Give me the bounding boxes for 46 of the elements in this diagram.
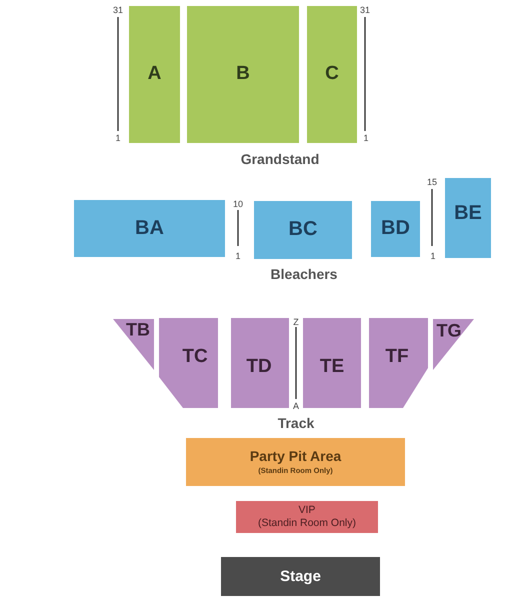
- row-number: 1: [116, 132, 120, 144]
- seating-section: [187, 6, 299, 143]
- row-number: 1: [430, 250, 436, 262]
- standing-area: [186, 438, 405, 486]
- section-name: TG: [436, 319, 462, 342]
- seating-section: [371, 201, 420, 257]
- stage: [221, 557, 380, 596]
- section-name: TC: [182, 344, 208, 369]
- seating-section: [433, 319, 474, 370]
- seating-section: [129, 6, 180, 143]
- row-number: Z: [293, 316, 299, 328]
- standing-area: [236, 501, 378, 533]
- seating-section: [254, 201, 352, 259]
- row-number: A: [293, 400, 299, 412]
- section-name: BA: [135, 216, 164, 241]
- area-note: (Standin Room Only): [258, 517, 356, 530]
- section-name: BD: [381, 216, 410, 242]
- seating-section: [74, 200, 225, 257]
- row-number: 1: [236, 250, 240, 262]
- row-number: 1: [364, 132, 368, 144]
- section-name: A: [148, 62, 162, 86]
- section-name: TB: [126, 318, 150, 342]
- row-number: 31: [360, 4, 370, 16]
- seating-section: [159, 318, 218, 408]
- section-name: TF: [385, 344, 409, 369]
- area-heading: Bleachers: [270, 266, 338, 282]
- area-name: Party Pit Area: [250, 448, 342, 466]
- section-name: TD: [246, 354, 272, 379]
- seating-section: [369, 318, 428, 408]
- seating-section: [445, 178, 491, 258]
- section-name: BC: [288, 217, 318, 242]
- area-name: VIP: [298, 504, 316, 517]
- seating-section: [307, 6, 357, 143]
- seating-section: [303, 318, 361, 408]
- row-number: 10: [233, 198, 243, 210]
- row-number: 15: [427, 176, 437, 188]
- section-name: B: [236, 62, 250, 86]
- section-name: BE: [454, 201, 482, 226]
- seating-section: [231, 318, 289, 408]
- row-number: 31: [113, 4, 123, 16]
- section-name: TE: [320, 354, 344, 379]
- area-heading: Track: [278, 414, 314, 432]
- stage-label: Stage: [280, 566, 321, 586]
- seating-section: [113, 319, 154, 370]
- section-name: C: [325, 62, 339, 86]
- area-heading: Grandstand: [240, 150, 320, 168]
